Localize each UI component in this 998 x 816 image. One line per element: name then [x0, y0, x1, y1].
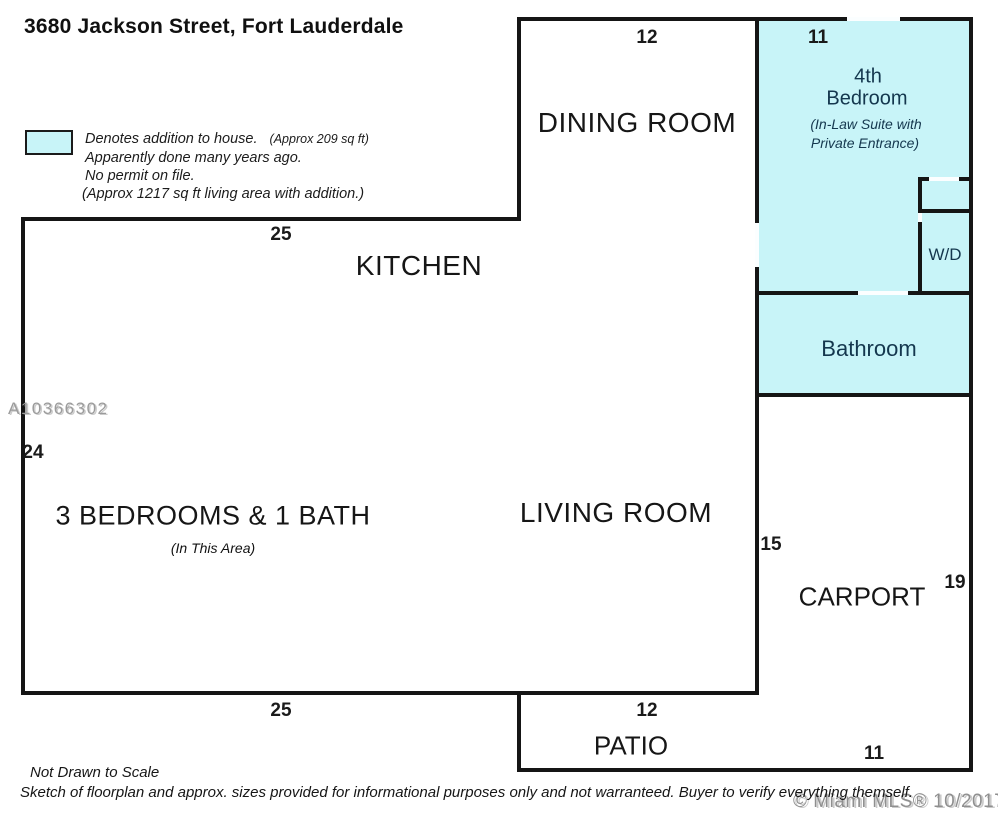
wall-wd-left: [918, 222, 922, 295]
wall-patio-left: [517, 691, 521, 772]
dim-dining-top: 12: [636, 27, 658, 48]
room-label-bedroom4-line1: 4th: [854, 65, 882, 88]
wall-bathroom-bottom: [755, 393, 973, 397]
mls-number-watermark: A10366302: [8, 399, 109, 418]
mls-credit-watermark: © Miami MLS® 10/2017: [793, 791, 998, 812]
dim-patio-bottom: 11: [863, 743, 885, 764]
room-label-bedroom4-note2: Private Entrance): [810, 135, 920, 151]
room-label-dining: DINING ROOM: [537, 107, 737, 138]
door-opening-closet: [929, 177, 959, 181]
room-label-bathroom: Bathroom: [821, 336, 917, 361]
door-opening-bathroom: [858, 291, 908, 295]
room-label-wd: W/D: [928, 245, 962, 264]
wall-bedroom-bathroom-right: [908, 291, 973, 295]
dim-left-side: 24: [22, 442, 44, 463]
wall-top-left-segment: [517, 17, 847, 21]
room-label-patio: PATIO: [593, 730, 669, 761]
wall-closet-top-tick-left: [918, 177, 929, 181]
wall-kitchen-top: [21, 217, 521, 221]
wall-closet-top-tick-right: [959, 177, 973, 181]
dim-bedroom4-top: 11: [807, 27, 829, 48]
wall-closet-bottom: [918, 209, 973, 213]
dim-carport-left: 15: [760, 534, 782, 555]
wall-top-right-segment: [900, 17, 973, 21]
room-label-bedroom4-note1: (In-Law Suite with: [810, 116, 922, 132]
dim-kitchen-top: 25: [270, 224, 292, 245]
wall-patio-bottom: [517, 768, 973, 772]
door-opening-bedroom4: [755, 223, 759, 267]
door-opening-private-entrance: [847, 17, 900, 21]
legend-line-2: Apparently done many years ago.: [85, 150, 302, 166]
room-label-bedroom4-line2: Bedroom: [826, 87, 908, 110]
addition-area-fill: [757, 17, 973, 397]
legend-line-1-text: Denotes addition to house.: [85, 131, 258, 147]
legend-line-1: Denotes addition to house. (Approx 209 s…: [85, 131, 369, 147]
dim-patio-top: 12: [636, 700, 658, 721]
wall-dining-left: [517, 17, 521, 221]
room-label-living: LIVING ROOM: [519, 497, 713, 528]
wall-house-bottom: [21, 691, 759, 695]
page-title: 3680 Jackson Street, Fort Lauderdale: [24, 15, 404, 38]
wall-center-divider-upper: [755, 17, 759, 223]
room-label-kitchen: KITCHEN: [355, 250, 483, 281]
dim-bottom: 25: [270, 700, 292, 721]
room-label-main-area: 3 BEDROOMS & 1 BATH: [55, 500, 371, 531]
legend-line-4: (Approx 1217 sq ft living area with addi…: [82, 186, 365, 202]
wall-center-divider-lower: [755, 267, 759, 695]
wall-left-exterior: [21, 217, 25, 695]
wall-bedroom-bathroom-left: [755, 291, 858, 295]
door-opening-wd: [918, 213, 922, 222]
scale-note: Not Drawn to Scale: [30, 764, 160, 781]
room-label-carport: CARPORT: [798, 581, 926, 612]
room-label-main-area-note: (In This Area): [170, 540, 256, 556]
legend-addition-swatch: [25, 130, 73, 155]
legend-line-1-note: (Approx 209 sq ft): [269, 132, 369, 146]
legend-line-3: No permit on file.: [85, 168, 195, 184]
dim-carport-right: 19: [944, 572, 966, 593]
wall-closet-left: [918, 178, 922, 213]
disclaimer: Sketch of floorplan and approx. sizes pr…: [20, 784, 913, 801]
